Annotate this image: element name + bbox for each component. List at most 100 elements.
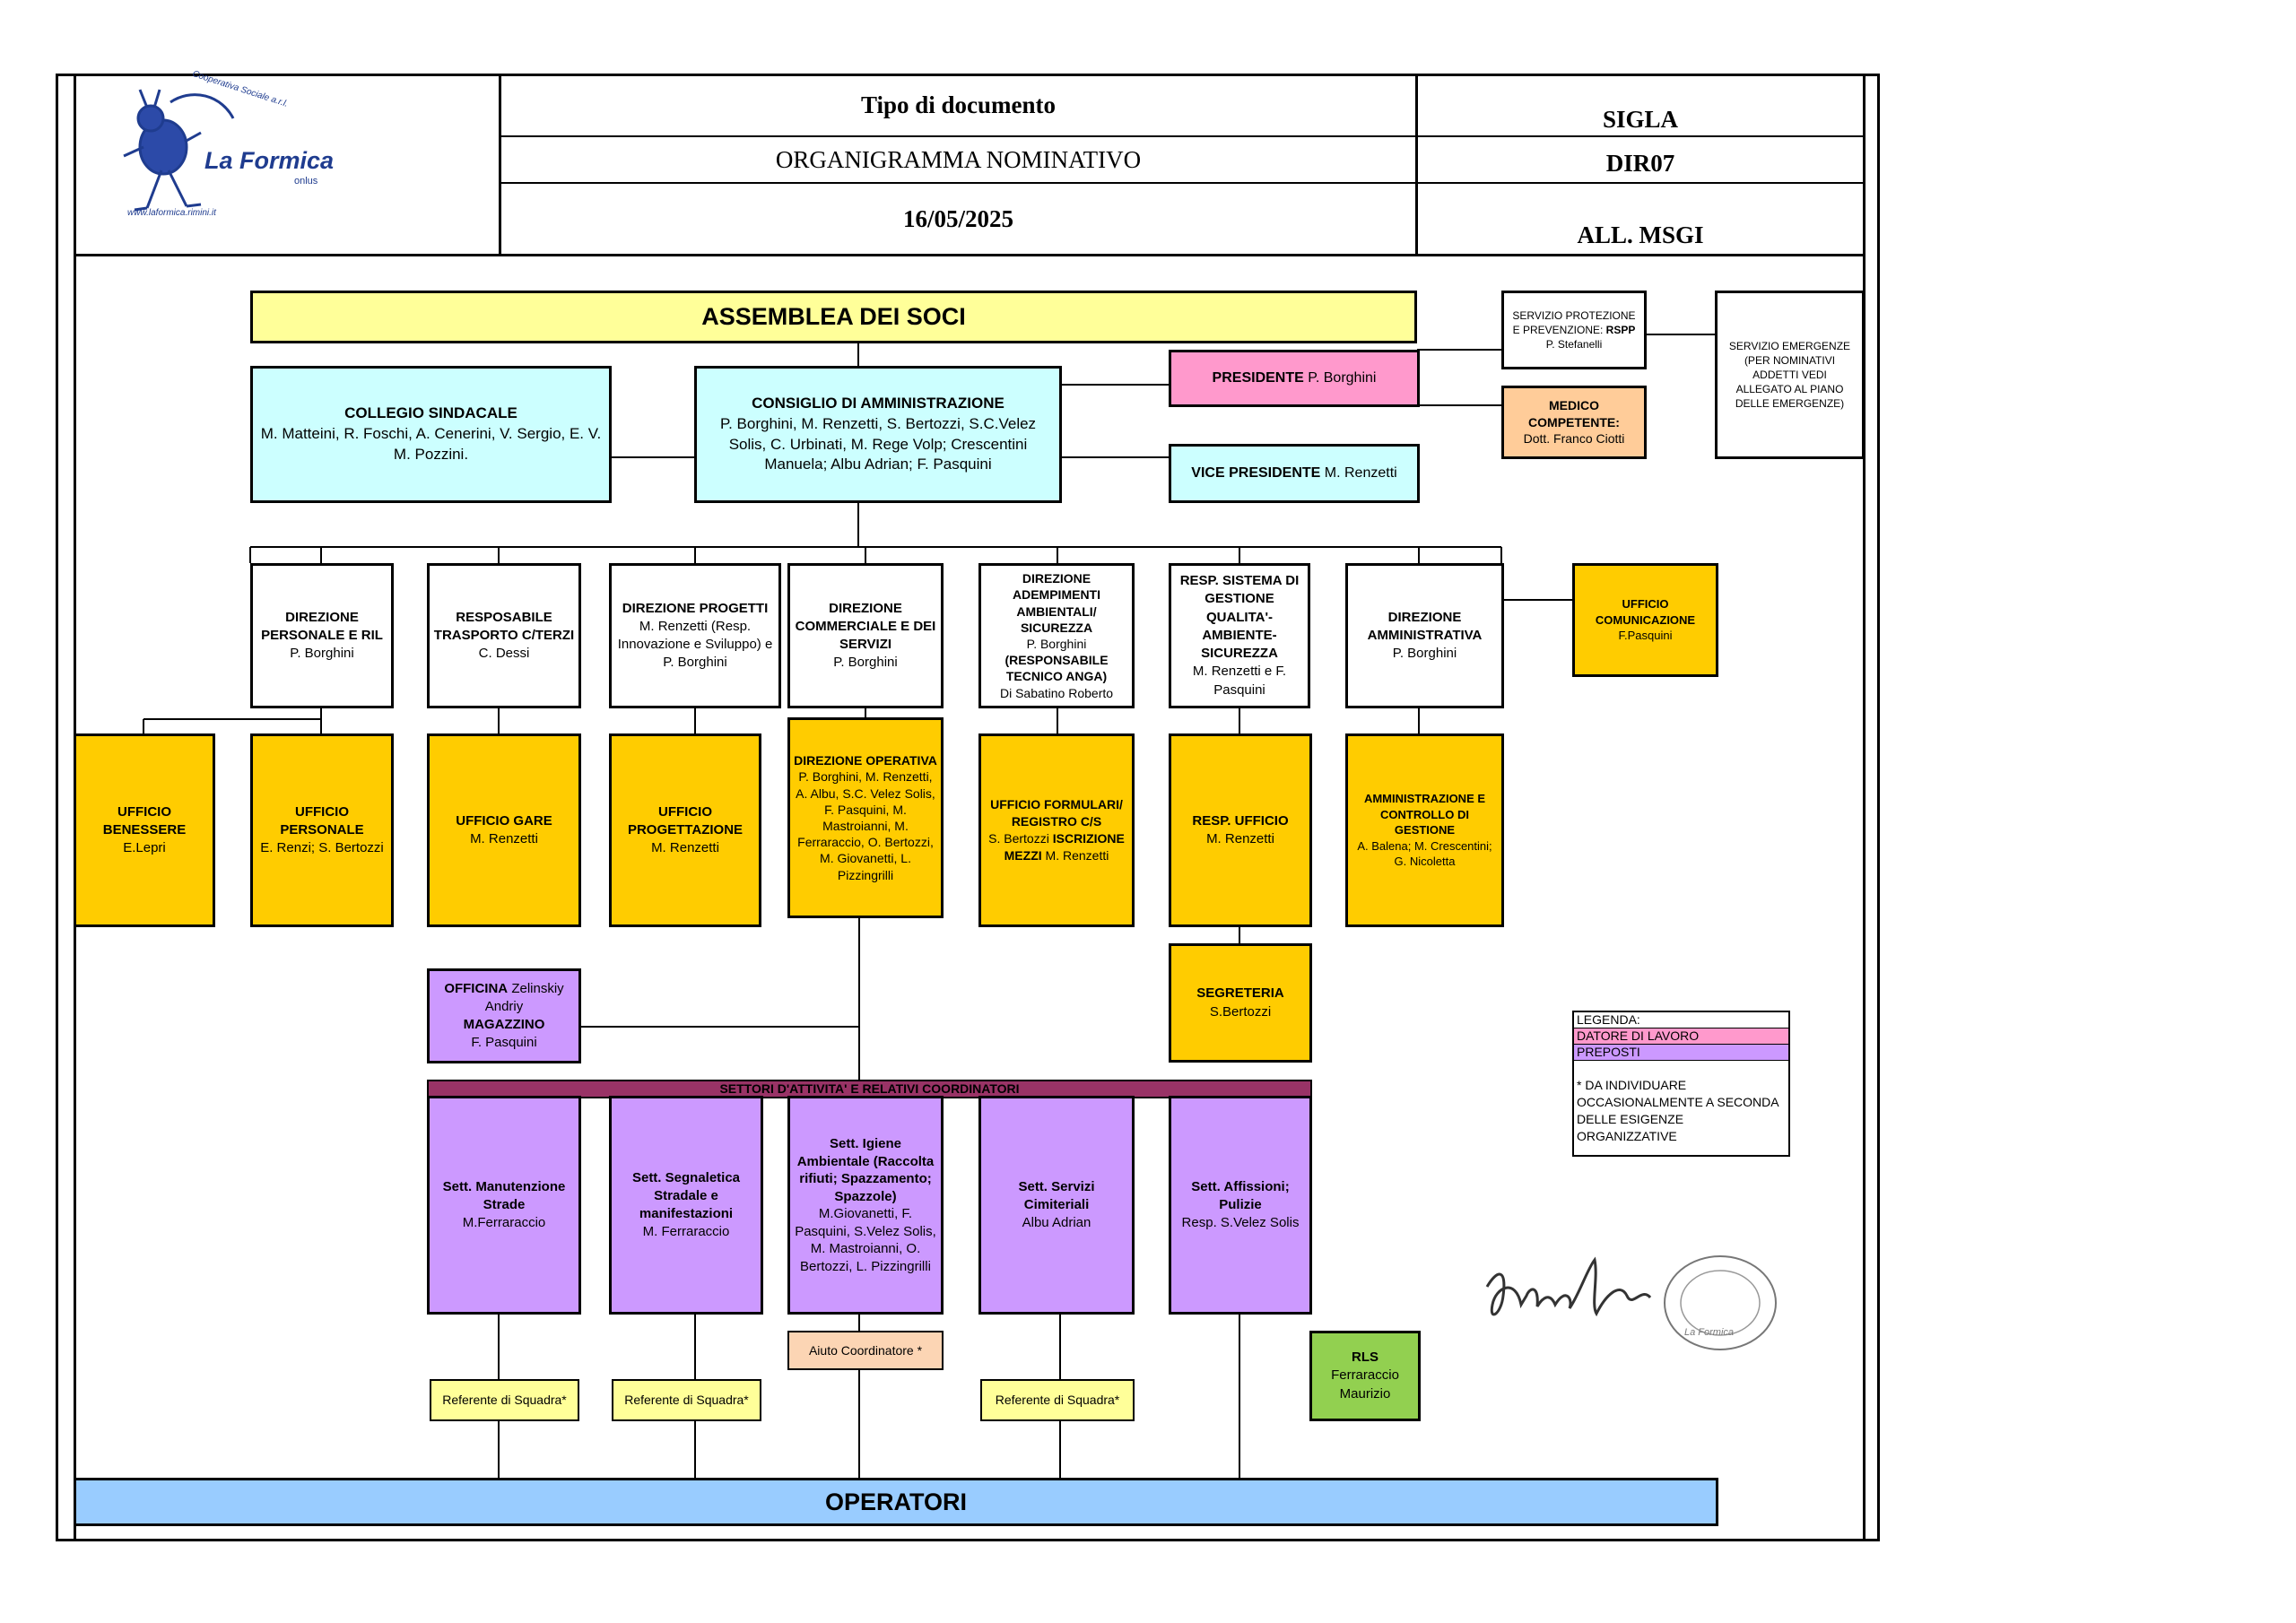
- direzione-adempimenti-title: DIREZIONE ADEMPIMENTI AMBIENTALI/ SICURE…: [1013, 571, 1100, 635]
- ufficio-personale-name: E. Renzi; S. Bertozzi: [260, 840, 384, 856]
- ufficio-formulari-box: UFFICIO FORMULARI/ REGISTRO C/S S. Berto…: [978, 733, 1135, 927]
- magazzino-title: MAGAZZINO: [463, 1017, 545, 1032]
- resp-qualita-name: M. Renzetti e F. Pasquini: [1192, 664, 1287, 698]
- direzione-adempimenti-name: P. Borghini: [1026, 637, 1087, 651]
- ufficio-gare-title: UFFICIO GARE: [456, 812, 552, 829]
- direzione-adempimenti-sub-name: Di Sabatino Roberto: [999, 685, 1114, 700]
- direzione-commerciale-box: DIREZIONE COMMERCIALE E DEI SERVIZI P. B…: [787, 563, 944, 708]
- vice-name: M. Renzetti: [1324, 465, 1397, 482]
- sett-igiene-name: M.Giovanetti, F. Pasquini, S.Velez Solis…: [795, 1206, 936, 1274]
- header-divider-1: [499, 74, 501, 255]
- header-row-line-2: [499, 182, 1866, 184]
- logo-sub: onlus: [294, 176, 318, 187]
- direzione-operativa-name: P. Borghini, M. Renzetti, A. Albu, S.C. …: [796, 769, 935, 882]
- logo-name: La Formica: [204, 147, 335, 174]
- resp-trasporto-title: RESPOSABILE TRASPORTO C/TERZI: [433, 609, 575, 643]
- aiuto-coordinatore: Aiuto Coordinatore *: [787, 1331, 944, 1370]
- header-bottom-line: [74, 254, 1866, 256]
- aiuto-coordinatore-label: Aiuto Coordinatore *: [808, 1342, 923, 1358]
- direzione-commerciale-name: P. Borghini: [833, 655, 898, 671]
- spp-name: P. Stefanelli: [1545, 338, 1603, 352]
- settori-band: SETTORI D'ATTIVITA' E RELATIVI COORDINAT…: [427, 1080, 1312, 1098]
- sett-segnaletica-title: Sett. Segnaletica Stradale e manifestazi…: [631, 1169, 741, 1222]
- segreteria-name: S.Bertozzi: [1209, 1003, 1272, 1020]
- collegio-names: M. Matteini, R. Foschi, A. Cenerini, V. …: [260, 425, 602, 463]
- sett-segnaletica-box: Sett. Segnaletica Stradale e manifestazi…: [609, 1096, 763, 1315]
- rls-name: Ferraraccio Maurizio: [1331, 1367, 1399, 1402]
- sett-cimiteriali-title: Sett. Servizi Cimiteriali: [1018, 1178, 1095, 1212]
- referente-label-1: Referente di Squadra*: [442, 1393, 567, 1408]
- legend-datore: DATORE DI LAVORO: [1574, 1028, 1788, 1045]
- resp-trasporto-box: RESPOSABILE TRASPORTO C/TERZI C. Dessi: [427, 563, 581, 708]
- direzione-personale-name: P. Borghini: [290, 646, 354, 662]
- outer-frame: [56, 74, 1880, 1541]
- logo-url: www.laformica.rimini.it: [127, 208, 216, 218]
- ufficio-benessere-name: E.Lepri: [123, 840, 166, 856]
- ufficio-gare-box: UFFICIO GARE M. Renzetti: [427, 733, 581, 927]
- emergenze-text: SERVIZIO EMERGENZE (PER NOMINATIVI ADDET…: [1728, 339, 1851, 411]
- collegio-title: COLLEGIO SINDACALE: [344, 404, 517, 422]
- all-label: ALL. MSGI: [1577, 221, 1704, 248]
- ufficio-comunicazione-name: F.Pasquini: [1618, 629, 1673, 643]
- sett-manutenzione-box: Sett. Manutenzione Strade M.Ferraraccio: [427, 1096, 581, 1315]
- direzione-amministrativa-title: DIREZIONE AMMINISTRATIVA: [1367, 609, 1483, 643]
- sett-igiene-box: Sett. Igiene Ambientale (Raccolta rifiut…: [787, 1096, 944, 1315]
- medico-box: MEDICO COMPETENTE: Dott. Franco Ciotti: [1501, 386, 1647, 459]
- assemblea-soci-label: ASSEMBLEA DEI SOCI: [701, 303, 966, 331]
- operatori-label: OPERATORI: [824, 1488, 968, 1515]
- spp-text: SERVIZIO PROTEZIONE E PREVENZIONE:: [1512, 308, 1636, 336]
- doc-type-label: Tipo di documento: [860, 91, 1057, 118]
- sigla-label: SIGLA: [1602, 105, 1679, 133]
- logo: Cooperativa Sociale a.r.l. La Formica on…: [108, 69, 341, 235]
- sett-segnaletica-name: M. Ferraraccio: [642, 1224, 730, 1240]
- direzione-progetti-name: M. Renzetti (Resp. Innovazione e Svilupp…: [617, 618, 773, 671]
- segreteria-box: SEGRETERIA S.Bertozzi: [1169, 943, 1312, 1063]
- direzione-adempimenti-box: DIREZIONE ADEMPIMENTI AMBIENTALI/ SICURE…: [978, 563, 1135, 708]
- doc-title: ORGANIGRAMMA NOMINATIVO: [775, 145, 1142, 173]
- svg-text:La Formica: La Formica: [1684, 1327, 1734, 1338]
- sett-affissioni-name: Resp. S.Velez Solis: [1181, 1215, 1300, 1231]
- amm-controllo-box: AMMINISTRAZIONE E CONTROLLO DI GESTIONE …: [1345, 733, 1504, 927]
- ufficio-comunicazione-title: UFFICIO COMUNICAZIONE: [1595, 597, 1696, 627]
- cda-box: CONSIGLIO DI AMMINISTRAZIONE P. Borghini…: [694, 366, 1062, 503]
- settori-band-label: SETTORI D'ATTIVITA' E RELATIVI COORDINAT…: [719, 1081, 1020, 1097]
- sett-manutenzione-name: M.Ferraraccio: [462, 1215, 546, 1231]
- direzione-commerciale-title: DIREZIONE COMMERCIALE E DEI SERVIZI: [795, 600, 936, 653]
- direzione-amministrativa-name: P. Borghini: [1392, 646, 1457, 662]
- operatori-box: OPERATORI: [74, 1478, 1718, 1526]
- emergenze-box: SERVIZIO EMERGENZE (PER NOMINATIVI ADDET…: [1715, 291, 1865, 459]
- resp-ufficio-title: RESP. UFFICIO: [1192, 812, 1289, 829]
- signature-area: La Formica: [1480, 1242, 1803, 1358]
- resp-qualita-title: RESP. SISTEMA DI GESTIONE QUALITA'- AMBI…: [1179, 573, 1300, 662]
- amm-controllo-title: AMMINISTRAZIONE E CONTROLLO DI GESTIONE: [1363, 792, 1486, 838]
- direzione-progetti-title: DIREZIONE PROGETTI: [622, 600, 769, 616]
- sett-cimiteriali-box: Sett. Servizi Cimiteriali Albu Adrian: [978, 1096, 1135, 1315]
- ufficio-progettazione-box: UFFICIO PROGETTAZIONE M. Renzetti: [609, 733, 761, 927]
- sigla-value: DIR07: [1605, 150, 1675, 177]
- medico-title: MEDICO COMPETENTE:: [1528, 397, 1620, 430]
- direzione-personale-title: DIREZIONE PERSONALE E RIL: [261, 609, 383, 643]
- cda-names: P. Borghini, M. Renzetti, S. Bertozzi, S…: [719, 414, 1037, 473]
- signature-icon: La Formica: [1485, 1255, 1777, 1350]
- rls-box: RLS Ferraraccio Maurizio: [1309, 1331, 1421, 1421]
- referente-squadra-1: Referente di Squadra*: [430, 1379, 579, 1421]
- assemblea-soci-box: ASSEMBLEA DEI SOCI: [250, 291, 1417, 343]
- spp-rspp: RSPP: [1605, 323, 1636, 336]
- ufficio-formulari-name1: S. Bertozzi: [988, 831, 1049, 846]
- referente-label-3: Referente di Squadra*: [995, 1393, 1120, 1408]
- legend-title: LEGENDA:: [1577, 1012, 1640, 1027]
- amm-controllo-name: A. Balena; M. Crescentini; G. Nicoletta: [1357, 838, 1492, 869]
- legend-note: * DA INDIVIDUARE OCCASIONALMENTE A SECON…: [1577, 1078, 1779, 1143]
- ufficio-benessere-box: UFFICIO BENESSERE E.Lepri: [74, 733, 215, 927]
- ufficio-formulari-name2: M. Renzetti: [1045, 847, 1109, 863]
- vice-title: VICE PRESIDENTE: [1191, 465, 1321, 482]
- ufficio-gare-name: M. Renzetti: [470, 831, 538, 846]
- ufficio-progettazione-title: UFFICIO PROGETTAZIONE: [627, 803, 744, 838]
- ufficio-formulari-title: UFFICIO FORMULARI/ REGISTRO C/S: [990, 797, 1123, 829]
- ufficio-progettazione-name: M. Renzetti: [651, 840, 719, 856]
- ufficio-formulari-title2: ISCRIZIONE MEZZI: [1004, 831, 1125, 863]
- header-divider-2: [1415, 74, 1418, 255]
- sett-manutenzione-title: Sett. Manutenzione Strade: [442, 1178, 566, 1212]
- cda-title: CONSIGLIO DI AMMINISTRAZIONE: [752, 394, 1004, 412]
